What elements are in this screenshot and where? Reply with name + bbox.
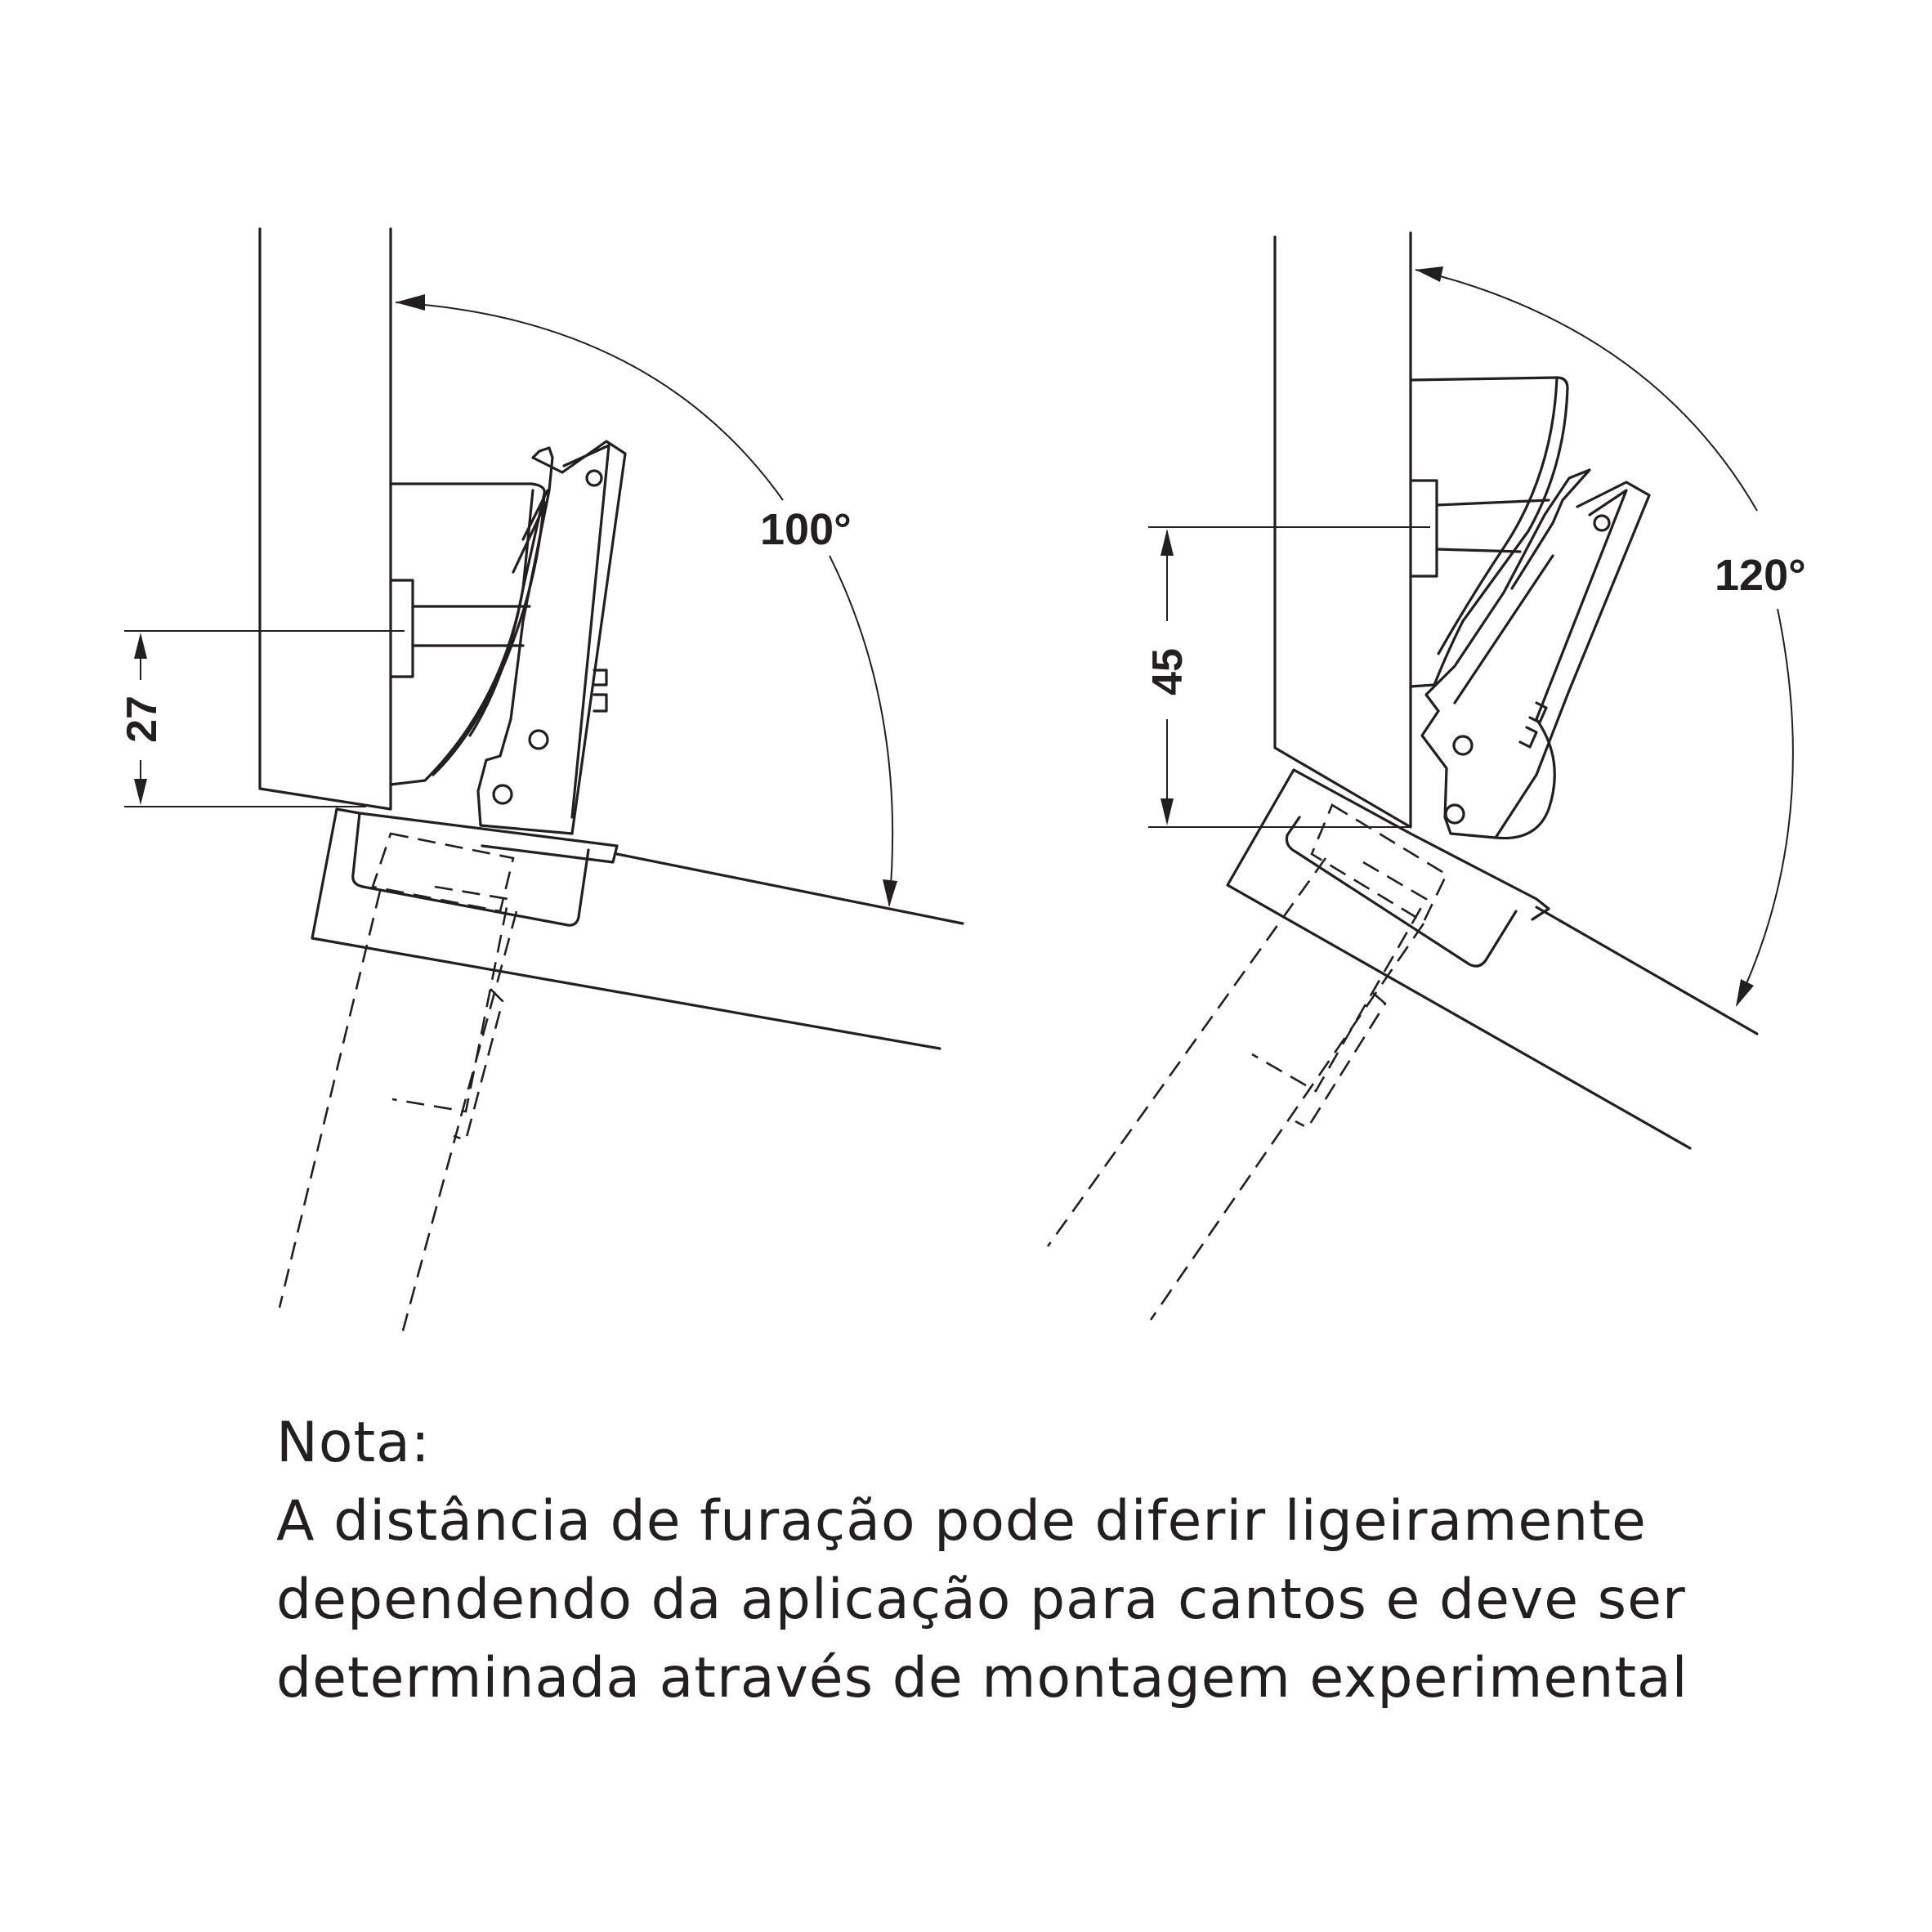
right-door [1226, 768, 1759, 1150]
left-angle-arc: 100° [395, 294, 897, 907]
left-dimension-text: 27 [119, 695, 166, 743]
right-angle-text: 120° [1715, 551, 1806, 600]
note-line-2: dependendo da aplicação para cantos e de… [276, 1568, 1686, 1632]
left-mounting-plate [335, 807, 619, 927]
note-title: Nota: [276, 1411, 431, 1475]
left-hinge-arm [476, 440, 627, 835]
right-dimension-45: 45 [1144, 526, 1430, 828]
right-hinge-cup [1409, 376, 1569, 688]
right-hidden-lines [1046, 803, 1448, 1321]
note-line-3: determinada através de montagem experime… [276, 1646, 1688, 1711]
hinge-diagrams: 27 100° [119, 227, 1806, 1335]
left-door [311, 807, 964, 1050]
right-hinge-arm [1420, 468, 1651, 840]
left-angle-text: 100° [760, 505, 852, 554]
note-line-1: A distância de furação pode diferir lige… [276, 1489, 1647, 1554]
left-hidden-lines [278, 832, 518, 1335]
right-hinge-diagram: 45 120° [1046, 231, 1806, 1321]
left-cabinet-panel [258, 227, 392, 811]
right-dimension-text: 45 [1144, 648, 1192, 695]
left-dimension-27: 27 [119, 630, 405, 807]
right-cabinet-panel [1273, 231, 1412, 829]
right-angle-arc: 120° [1415, 266, 1806, 1007]
right-mounting-plate [1285, 768, 1550, 968]
left-hinge-diagram: 27 100° [119, 227, 964, 1335]
note-block: Nota: A distância de furação pode diferi… [276, 1404, 1829, 1718]
